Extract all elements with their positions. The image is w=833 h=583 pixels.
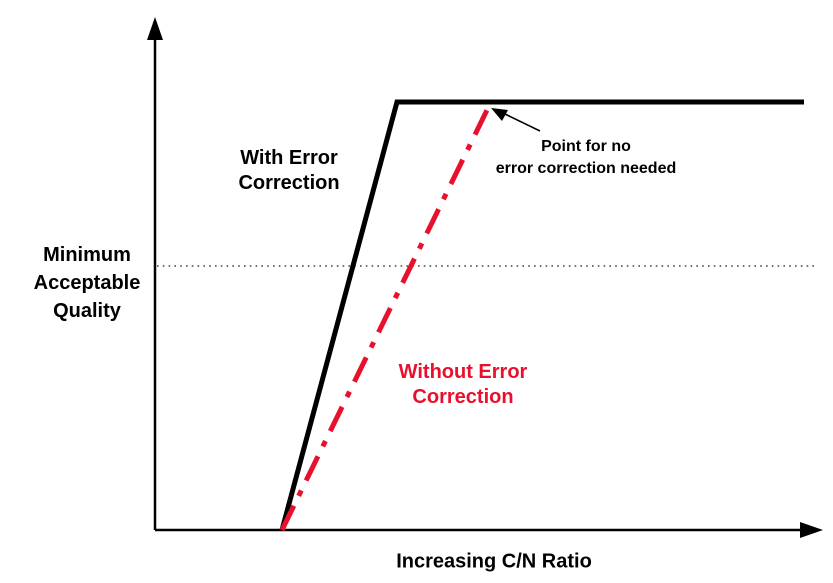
x-axis-label: Increasing C/N Ratio bbox=[396, 550, 592, 573]
minimum-acceptable-quality-label: Minimum Acceptable Quality bbox=[33, 244, 141, 322]
with-error-correction-label: With Error Correction bbox=[238, 147, 340, 194]
without-error-correction-label: Without Error Correction bbox=[398, 361, 528, 408]
with-error-correction-line bbox=[279, 99, 804, 531]
without-error-correction-line bbox=[279, 106, 491, 532]
y-axis-arrowhead-icon bbox=[147, 17, 163, 40]
no-error-correction-annotation: Point for no error correction needed bbox=[495, 138, 677, 177]
annotation-arrowhead-icon bbox=[491, 108, 508, 121]
annotation-arrow-line bbox=[504, 113, 541, 132]
x-axis-arrowhead-icon bbox=[800, 522, 823, 538]
